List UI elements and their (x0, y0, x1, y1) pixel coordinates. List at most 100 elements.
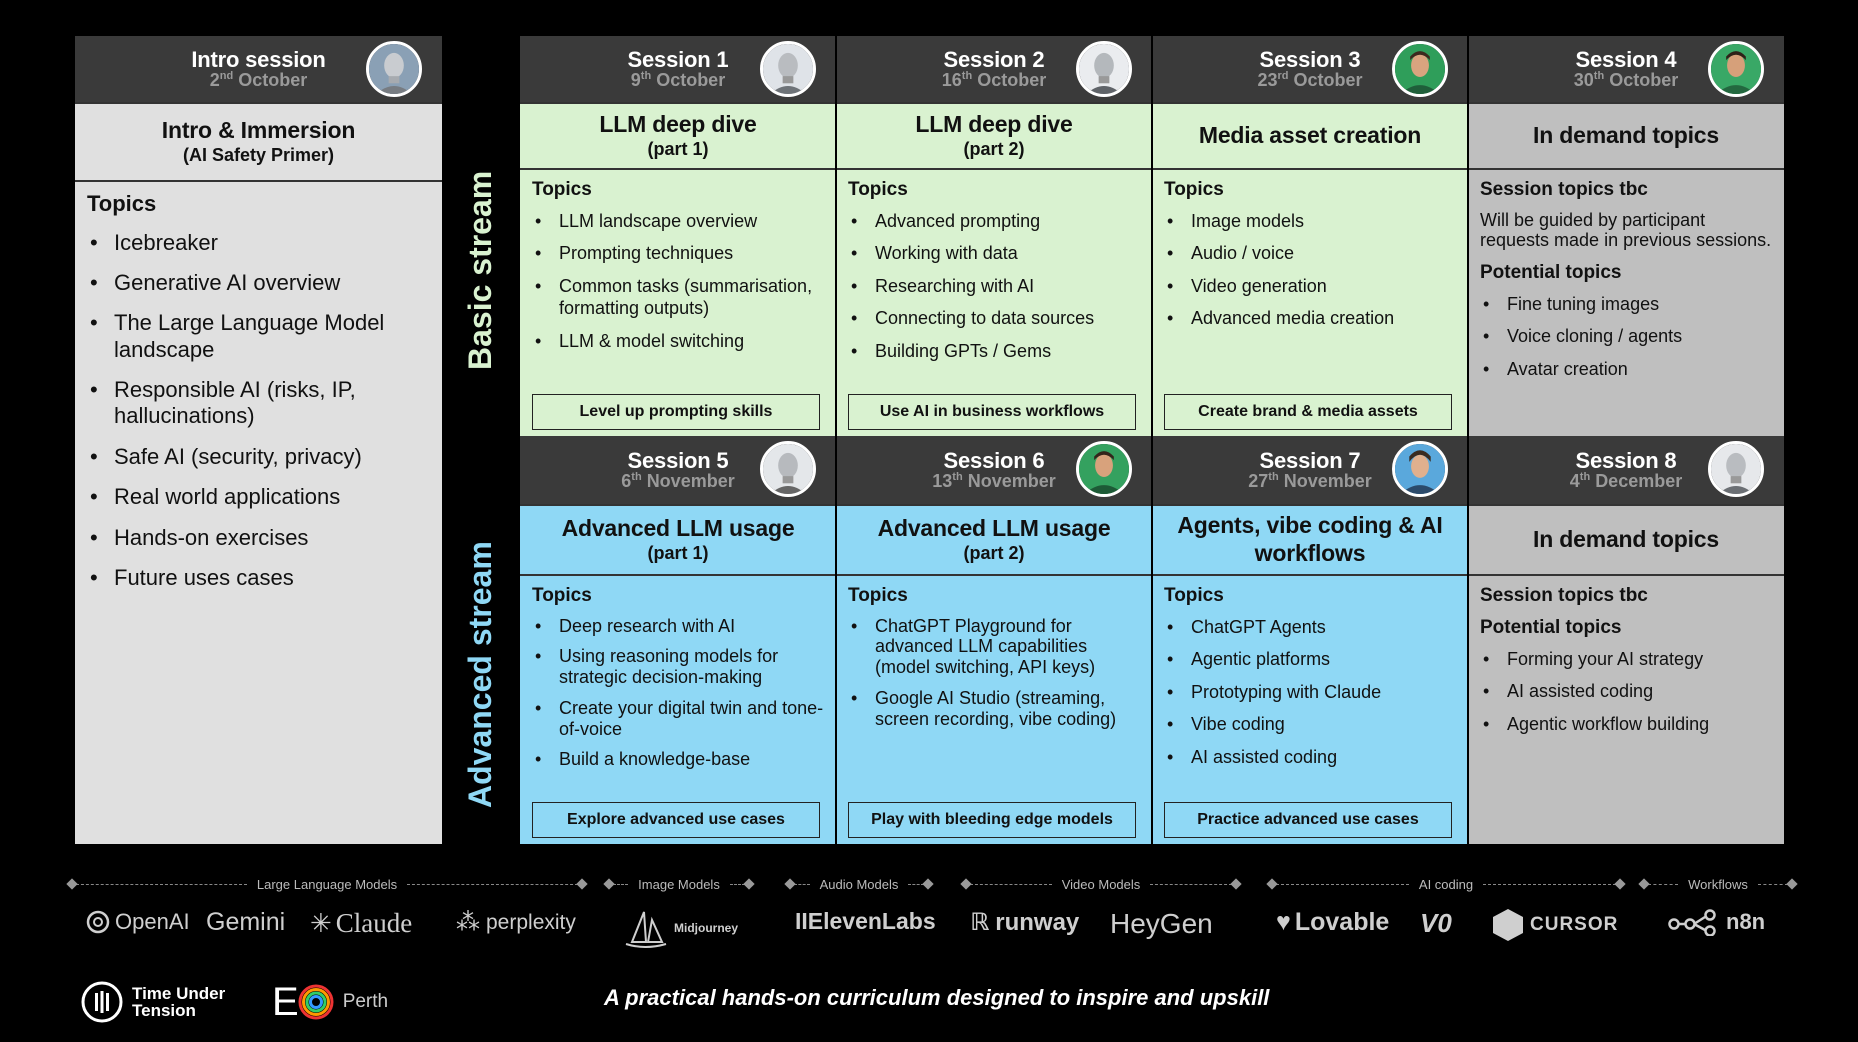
topic-item: Hands-on exercises (87, 525, 430, 552)
topics-list: Forming your AI strategy AI assisted cod… (1480, 648, 1772, 736)
avatar-presenter (1708, 41, 1764, 97)
topics-heading: Topics (87, 191, 157, 216)
session-7-body: Topics ChatGPT Agents Agentic platforms … (1152, 576, 1468, 844)
session-name: Session 3 (1259, 47, 1361, 72)
topic-item: Deep research with AI (532, 616, 824, 637)
session-note: Will be guided by participant requests m… (1480, 209, 1772, 251)
topic-item: Building GPTs / Gems (848, 340, 1140, 363)
openai-logo: OpenAI (84, 908, 190, 936)
avatar-robot (1708, 441, 1764, 497)
midjourney-sail-icon (625, 911, 667, 948)
session-date: 9th October (630, 70, 726, 91)
session-outcome-badge: Use AI in business workflows (848, 394, 1136, 430)
topic-item: Agentic platforms (1164, 648, 1456, 671)
intro-body: Topics Icebreaker Generative AI overview… (75, 182, 442, 844)
topic-item: Build a knowledge-base (532, 749, 824, 770)
intro-title-band: Intro & Immersion (AI Safety Primer) (75, 102, 442, 182)
topics-heading: Topics (1164, 585, 1224, 606)
session-8-header: Session 8 4th December (1468, 436, 1784, 504)
session-8-body: Session topics tbc Potential topics Form… (1468, 576, 1784, 844)
session-date: 4th December (1569, 471, 1683, 492)
topics-list: LLM landscape overview Prompting techniq… (532, 210, 824, 353)
topic-item: Advanced prompting (848, 210, 1140, 233)
session-subtitle: (part 1) (647, 139, 709, 159)
category-video-models: Video Models (960, 875, 1242, 893)
session-7-header: Session 7 27th November (1152, 436, 1468, 504)
topics-list: Icebreaker Generative AI overview The La… (87, 230, 430, 592)
topics-heading: Topics (848, 585, 908, 606)
topics-heading: Topics (1164, 179, 1224, 200)
topic-item: Advanced media creation (1164, 307, 1456, 330)
eo-rainbow-ring-icon (298, 984, 334, 1020)
session-2-body: Topics Advanced prompting Working with d… (836, 170, 1152, 436)
topic-item: Connecting to data sources (848, 307, 1140, 330)
topic-item: AI assisted coding (1164, 746, 1456, 769)
session-title: In demand topics (1533, 122, 1719, 149)
session-title: In demand topics (1533, 526, 1719, 553)
topic-item: Researching with AI (848, 275, 1140, 298)
eo-perth-logo: E Perth (272, 980, 389, 1024)
session-name: Session 7 (1259, 448, 1361, 473)
column-divider (835, 36, 837, 844)
session-date: 2nd October (209, 70, 308, 91)
topic-item: The Large Language Model landscape (87, 310, 430, 363)
session-6-body: Topics ChatGPT Playground for advanced L… (836, 576, 1152, 844)
topic-item: Icebreaker (87, 230, 430, 257)
topics-heading: Topics (532, 179, 592, 200)
session-6-title-band: Advanced LLM usage (part 2) (836, 504, 1152, 576)
column-divider (1467, 36, 1469, 844)
category-audio-models: Audio Models (784, 875, 934, 893)
column-divider (1151, 36, 1153, 844)
session-outcome-badge: Create brand & media assets (1164, 394, 1452, 430)
session-subtitle: (part 2) (963, 543, 1025, 563)
topics-heading: Topics (848, 179, 908, 200)
session-date: 16th October (941, 70, 1047, 91)
session-5-title-band: Advanced LLM usage (part 1) (520, 504, 836, 576)
session-1-header: Session 1 9th October (520, 36, 836, 102)
session-name: Intro session (191, 47, 326, 72)
topic-item: Vibe coding (1164, 713, 1456, 736)
session-title: Media asset creation (1198, 122, 1422, 149)
session-4-body: Session topics tbc Will be guided by par… (1468, 170, 1784, 436)
session-name: Session 5 (627, 448, 729, 473)
avatar-robot (760, 41, 816, 97)
session-outcome-badge: Explore advanced use cases (532, 802, 820, 838)
topic-item: Prototyping with Claude (1164, 681, 1456, 704)
n8n-logo: n8n (1668, 908, 1765, 936)
elevenlabs-logo: IIElevenLabs (795, 908, 936, 934)
session-6-header: Session 6 13th November (836, 436, 1152, 504)
session-date: 6th November (621, 471, 735, 492)
topics-list: Deep research with AI Using reasoning mo… (532, 616, 824, 770)
lovable-logo: ♥Lovable (1276, 908, 1390, 936)
avatar-presenter (1076, 441, 1132, 497)
avatar-robot (366, 41, 422, 97)
topic-item: Agentic workflow building (1480, 713, 1772, 736)
avatar-robot (1076, 41, 1132, 97)
session-7-title-band: Agents, vibe coding & AI workflows (1152, 504, 1468, 576)
runway-icon: ℝ (970, 909, 990, 936)
midjourney-logo: Midjourney (622, 908, 738, 948)
session-outcome-badge: Play with bleeding edge models (848, 802, 1136, 838)
topic-item: Real world applications (87, 484, 430, 511)
lovable-heart-icon: ♥ (1276, 908, 1291, 936)
session-name: Session 1 (627, 47, 729, 72)
topic-item: Common tasks (summarisation, formatting … (532, 275, 824, 320)
topic-item: Using reasoning models for strategic dec… (532, 646, 824, 687)
avatar-robot (760, 441, 816, 497)
topic-item: Video generation (1164, 275, 1456, 298)
session-date: 23rd October (1257, 70, 1363, 91)
topic-item: AI assisted coding (1480, 680, 1772, 703)
session-title: LLM deep dive (915, 111, 1073, 138)
session-subtitle: (part 1) (647, 543, 709, 563)
session-2-title-band: LLM deep dive (part 2) (836, 102, 1152, 170)
claude-burst-icon: ✳ (310, 908, 332, 938)
session-8-title-band: In demand topics (1468, 504, 1784, 576)
heygen-logo: HeyGen (1110, 908, 1213, 939)
session-outcome-badge: Practice advanced use cases (1164, 802, 1452, 838)
intro-header: Intro session 2nd October (75, 36, 442, 102)
topics-list: Advanced prompting Working with data Res… (848, 210, 1140, 363)
topics-list: ChatGPT Agents Agentic platforms Prototy… (1164, 616, 1456, 769)
basic-stream-label: Basic stream (462, 170, 498, 370)
session-3-header: Session 3 23rd October (1152, 36, 1468, 102)
